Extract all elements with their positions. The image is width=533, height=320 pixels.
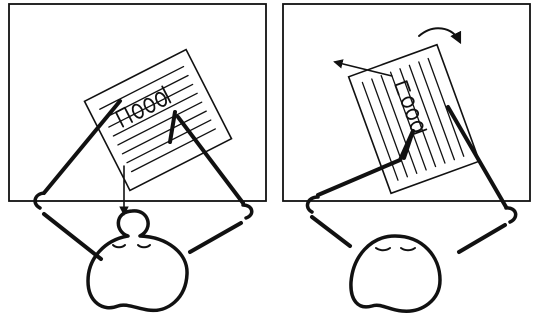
right-eye xyxy=(137,244,151,249)
handwriting xyxy=(115,85,172,128)
right-arm xyxy=(446,105,508,209)
right-arm xyxy=(176,115,245,205)
pull-arrow xyxy=(333,59,393,77)
right-elbow xyxy=(504,206,518,224)
pen xyxy=(168,110,177,144)
right-eye xyxy=(400,247,416,252)
right-panel xyxy=(282,3,531,313)
right-elbow xyxy=(241,203,254,220)
left-eye xyxy=(375,247,391,252)
handwriting xyxy=(394,80,428,136)
left-arm xyxy=(42,99,122,195)
right-forearm xyxy=(188,221,243,254)
head xyxy=(86,209,189,313)
left-elbow xyxy=(33,191,46,210)
paper-sheet xyxy=(347,43,481,195)
left-panel xyxy=(8,3,267,313)
pen xyxy=(402,129,415,160)
right-forearm xyxy=(457,223,507,254)
text-lines xyxy=(361,57,465,181)
head xyxy=(349,234,442,313)
left-eye xyxy=(112,244,126,249)
left-forearm xyxy=(310,215,352,248)
rotate-arrow xyxy=(418,27,462,45)
left-forearm xyxy=(42,212,103,261)
left-elbow xyxy=(305,195,320,214)
